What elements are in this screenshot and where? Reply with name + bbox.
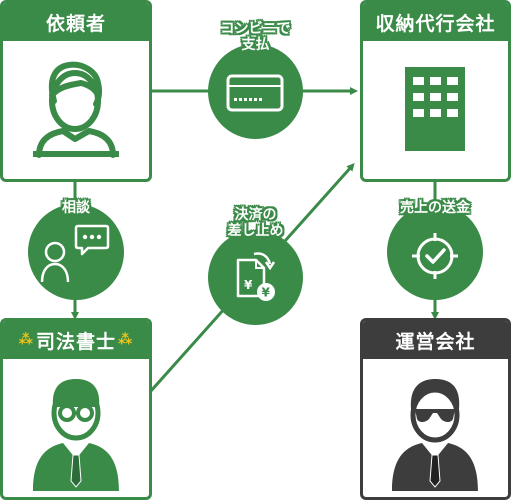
remit-circle xyxy=(387,204,483,300)
office-building-icon xyxy=(405,67,465,151)
star-left-icon: ⁂ xyxy=(18,332,34,348)
payment-label-line1: コンビニで xyxy=(220,21,291,37)
remit-label: 売上の送金 xyxy=(400,200,470,216)
operator-box: 運営会社 xyxy=(360,318,511,500)
operator-title: 運営会社 xyxy=(363,321,508,359)
client-title: 依頼者 xyxy=(3,3,149,41)
svg-text:¥: ¥ xyxy=(262,286,271,300)
target-check-icon xyxy=(412,233,458,279)
consult-label: 相談 xyxy=(62,200,90,216)
consult-circle xyxy=(28,204,124,300)
person-icon xyxy=(33,61,119,158)
stop-payment-label: 決済の 差し止め xyxy=(212,207,299,239)
person-glasses-suit-icon xyxy=(33,379,119,491)
payment-label-line2: 支払 xyxy=(241,37,270,53)
scrivener-title: 司法書士 xyxy=(35,330,116,353)
credit-card-icon xyxy=(226,74,284,112)
payment-circle xyxy=(208,44,303,139)
svg-text:¥: ¥ xyxy=(244,278,253,292)
star-right-icon: ⁂ xyxy=(118,332,134,348)
stop-payment-label-line1: 決済の xyxy=(234,207,277,223)
person-sunglasses-suit-icon xyxy=(392,379,478,491)
chat-bubbles-icon xyxy=(40,224,110,283)
stop-payment-label-line2: 差し止め xyxy=(227,223,284,239)
scrivener-box: ⁂ 司法書士 ⁂ xyxy=(0,318,152,500)
agency-title: 収納代行会社 xyxy=(363,3,508,41)
client-box: 依頼者 xyxy=(0,0,152,182)
agency-box: 収納代行会社 xyxy=(360,0,511,182)
document-yen-icon: ¥ ¥ xyxy=(236,252,276,301)
payment-label: コンビニで 支払 xyxy=(205,21,306,53)
stop-payment-circle: ¥ ¥ xyxy=(208,230,303,325)
scrivener-header: ⁂ 司法書士 ⁂ xyxy=(3,321,149,359)
